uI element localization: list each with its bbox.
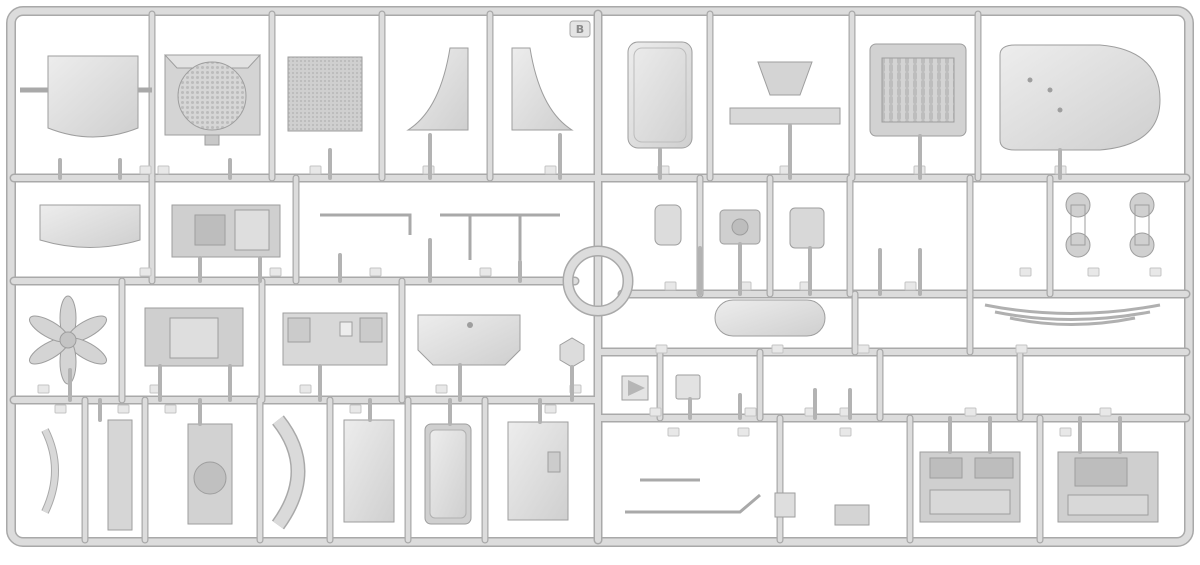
part-number-tag [964, 407, 977, 417]
part-number-tag [1059, 427, 1072, 437]
part-fender-left [406, 47, 469, 131]
part-number-tag [744, 407, 757, 417]
part-number-tag [904, 281, 917, 291]
part-number-tag [1019, 267, 1032, 277]
part-flywheel-housing [187, 423, 233, 525]
part-number-tag [1015, 344, 1028, 354]
part-number-tag [737, 427, 750, 437]
part-number-tag [37, 384, 50, 394]
part-number-tag [839, 427, 852, 437]
part-mudflap-panel [20, 55, 152, 138]
part-radiator-front [869, 43, 967, 137]
part-seat-bracket [729, 61, 841, 125]
part-door-panel-pair [282, 312, 388, 366]
part-number-tags [37, 165, 1162, 437]
part-small-box [774, 492, 796, 518]
part-number-tag [1087, 267, 1100, 277]
part-pulley-right [1129, 192, 1155, 258]
part-fender-right [511, 47, 574, 131]
part-bracket-small [654, 204, 682, 246]
part-number-tag [544, 165, 557, 175]
part-pulley-left [1065, 192, 1091, 258]
part-number-tag [479, 267, 492, 277]
part-number-tag [164, 404, 177, 414]
part-square-plate [675, 374, 701, 400]
part-engine-hood [999, 44, 1161, 151]
part-window-frame [424, 423, 472, 525]
part-number-tag [667, 427, 680, 437]
part-radiator-grille [287, 56, 363, 132]
part-gearbox [719, 209, 761, 245]
part-number-tag [54, 404, 67, 414]
part-number-tag [139, 165, 152, 175]
part-engine-block [171, 204, 281, 258]
part-bench-seat [39, 204, 141, 248]
part-box-panel [507, 421, 569, 521]
part-arc-band [271, 415, 306, 530]
part-number-tag [1099, 407, 1112, 417]
sprue-letter: B [576, 23, 584, 36]
part-hex-cap [559, 337, 585, 368]
part-cooling-fan [28, 295, 108, 385]
part-number-tag [655, 344, 668, 354]
part-number-tag [1149, 267, 1162, 277]
part-number-tag [435, 384, 448, 394]
part-number-tag [309, 165, 322, 175]
part-linkage-rod [625, 478, 761, 514]
part-leaf-spring [984, 303, 1161, 326]
part-number-tag [139, 267, 152, 277]
part-engine-lower-left [919, 451, 1021, 523]
part-fuel-tank [714, 299, 826, 337]
part-number-tag [299, 384, 312, 394]
part-floor-plate [417, 314, 521, 366]
part-cylinder-head [144, 307, 244, 367]
part-side-panel-plain [343, 419, 395, 523]
part-side-door [627, 41, 693, 149]
part-number-tag [544, 404, 557, 414]
part-number-tag [857, 344, 870, 354]
part-engine-lower-right [1057, 451, 1159, 523]
part-number-tag [369, 267, 382, 277]
part-number-tag [664, 281, 677, 291]
part-fuel-lines [320, 213, 560, 262]
part-tall-panel [107, 419, 133, 531]
part-curved-strip [41, 428, 59, 514]
part-number-tag [349, 404, 362, 414]
part-small-block [834, 504, 870, 526]
part-number-tag [157, 165, 170, 175]
part-reflector-triangle [621, 375, 649, 401]
part-mount [789, 207, 825, 249]
part-number-tag [771, 344, 784, 354]
part-number-tag [117, 404, 130, 414]
part-radiator-fan-shroud [163, 54, 262, 146]
sprue-runners [9, 9, 1191, 545]
sprue-hub-ring [562, 245, 634, 317]
part-number-tag [269, 267, 282, 277]
part-number-tag [649, 407, 662, 417]
sprue-letter-tag: B [569, 20, 591, 38]
sprue-gates [58, 124, 1122, 454]
